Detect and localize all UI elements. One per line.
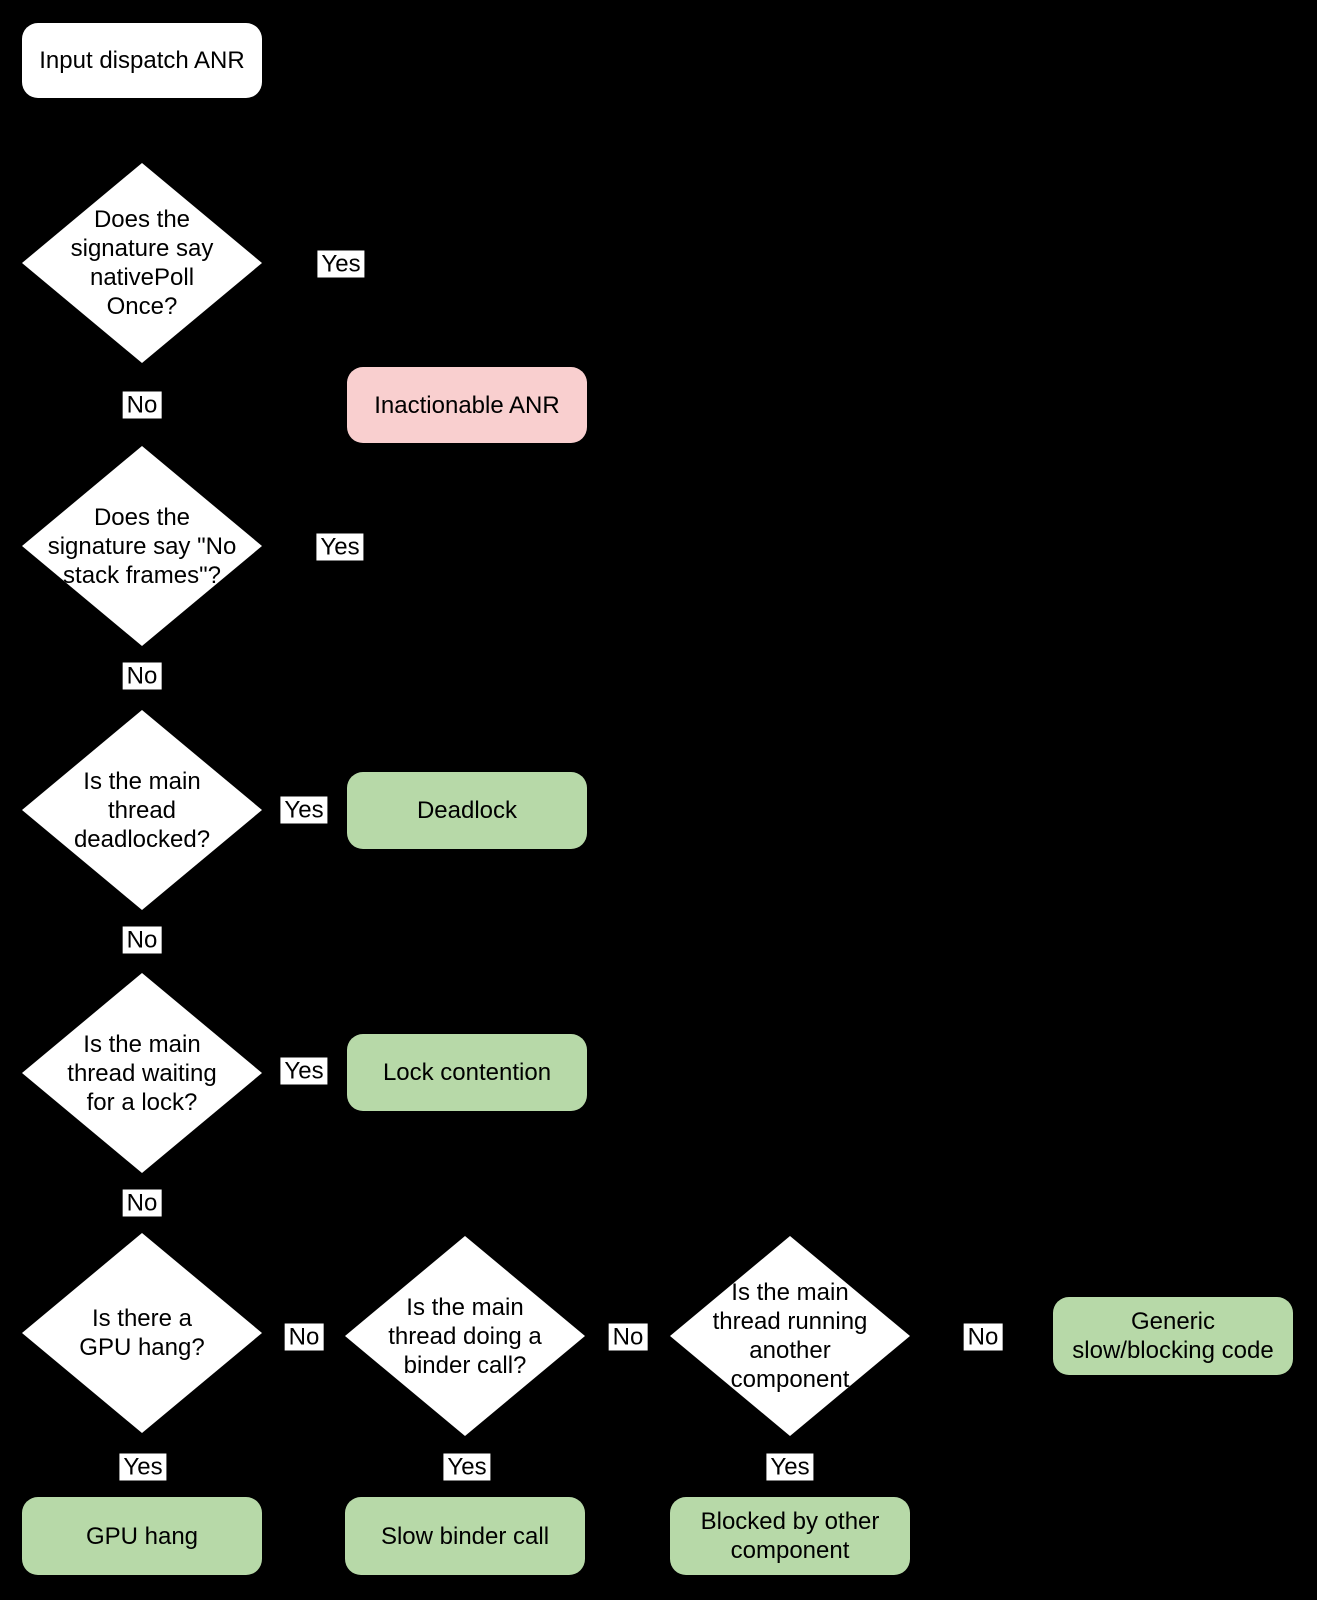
decision-label: Is the main thread running another compo…: [712, 1279, 868, 1393]
edge-label-yes-another-component: Yes: [766, 1453, 814, 1481]
outcome-gpu-hang: GPU hang: [22, 1497, 262, 1575]
decision-main-thread-deadlocked: Is the main thread deadlocked?: [22, 710, 262, 910]
outcome-label: Slow binder call: [380, 1522, 550, 1550]
decision-main-thread-binder-call: Is the main thread doing a binder call?: [345, 1236, 585, 1436]
outcome-label: Deadlock: [416, 797, 518, 824]
outcome-lock-contention: Lock contention: [347, 1034, 587, 1111]
edge-label-yes-gpu-hang: Yes: [119, 1453, 167, 1481]
decision-label: Is the main thread deadlocked?: [73, 767, 211, 853]
edge-label-no-binder-call: No: [608, 1323, 648, 1351]
outcome-generic-slow-blocking-code: Generic slow/blocking code: [1053, 1297, 1293, 1375]
edge-label-yes-binder-call: Yes: [443, 1453, 491, 1481]
outcome-blocked-by-other-component: Blocked by other component: [670, 1497, 910, 1575]
decision-label: Is the main thread waiting for a lock?: [67, 1030, 217, 1116]
decision-label: Does the signature say nativePoll Once?: [70, 206, 214, 320]
decision-label: Is there a GPU hang?: [79, 1305, 205, 1361]
decision-label: Does the signature say "No stack frames"…: [47, 503, 237, 589]
decision-label: Is the main thread doing a binder call?: [388, 1293, 542, 1379]
outcome-label: Generic slow/blocking code: [1072, 1308, 1274, 1364]
decision-main-thread-running-another-component: Is the main thread running another compo…: [670, 1236, 910, 1436]
start-node-label: Input dispatch ANR: [39, 47, 245, 74]
edge-label-no-deadlocked: No: [122, 926, 162, 954]
edge-label-no-another-component: No: [963, 1323, 1003, 1351]
decision-main-thread-waiting-lock: Is the main thread waiting for a lock?: [22, 973, 262, 1173]
outcome-label: Inactionable ANR: [374, 391, 560, 419]
decision-gpu-hang: Is there a GPU hang?: [22, 1233, 262, 1433]
edge-label-yes-nativepollonce: Yes: [317, 250, 365, 278]
edge-label-yes-deadlocked: Yes: [280, 796, 328, 824]
outcome-inactionable-anr: Inactionable ANR: [347, 367, 587, 443]
outcome-label: Blocked by other component: [700, 1508, 880, 1564]
outcome-slow-binder-call: Slow binder call: [345, 1497, 585, 1575]
outcome-label: Lock contention: [382, 1059, 552, 1086]
edge-label-yes-waiting-lock: Yes: [280, 1057, 328, 1085]
edge-label-no-gpu-hang: No: [284, 1323, 324, 1351]
decision-signature-nativepollonce: Does the signature say nativePoll Once?: [22, 163, 262, 363]
edge-label-yes-no-stack-frames: Yes: [316, 533, 364, 561]
start-node-input-dispatch-anr: Input dispatch ANR: [22, 23, 262, 98]
outcome-label: GPU hang: [85, 1522, 199, 1550]
edge-label-no-no-stack-frames: No: [122, 662, 162, 690]
decision-signature-no-stack-frames: Does the signature say "No stack frames"…: [22, 446, 262, 646]
edge-label-no-nativepollonce: No: [122, 391, 162, 419]
edge-label-no-waiting-lock: No: [122, 1189, 162, 1217]
outcome-deadlock: Deadlock: [347, 772, 587, 849]
